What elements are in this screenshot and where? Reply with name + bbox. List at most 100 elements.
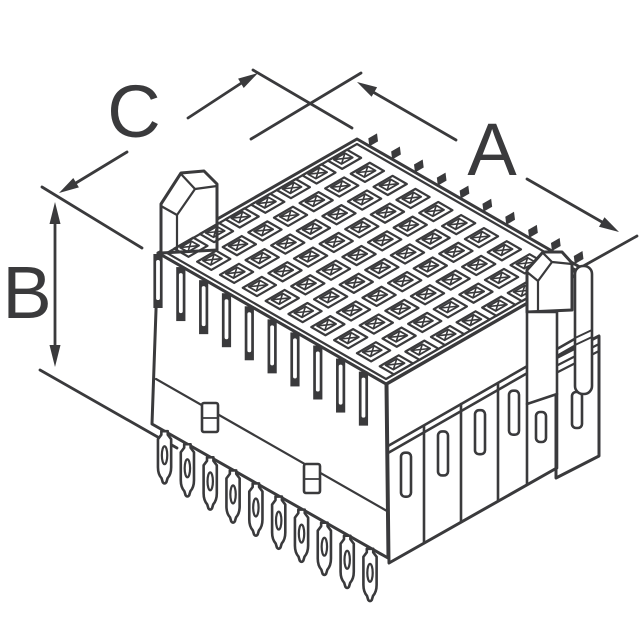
- contact-hole: [395, 187, 431, 210]
- dim-label-c: C: [107, 70, 160, 153]
- eye-of-needle-hole: [206, 471, 215, 492]
- hole-outer: [458, 282, 494, 304]
- contact-hole: [290, 274, 326, 296]
- contact-hole: [298, 190, 334, 213]
- contact-hole: [318, 231, 354, 254]
- contact-hole: [332, 328, 369, 350]
- guide-bar-chamfer: [574, 329, 593, 339]
- castellation: [505, 211, 515, 225]
- board-lock-tab: [200, 401, 220, 434]
- hole-contact-mark: [209, 253, 215, 266]
- hole-outer: [378, 354, 415, 376]
- contact-hole: [250, 192, 286, 214]
- hole-outer: [267, 261, 303, 283]
- dimension-line: [186, 80, 245, 120]
- wafer-slot: [267, 319, 277, 374]
- wafer-slot-slit: [293, 338, 297, 379]
- hole-contact-mark: [255, 280, 261, 292]
- hole-contact-mark: [284, 237, 289, 249]
- contact-hole: [355, 341, 392, 363]
- press-fit-pin-row: [156, 429, 378, 603]
- hole-outer: [389, 243, 426, 265]
- hole-outer: [287, 301, 323, 324]
- keying-post-skirt: [525, 310, 559, 406]
- hole-outer: [384, 298, 420, 321]
- hole-outer: [361, 285, 397, 308]
- hole-contact-mark: [301, 306, 307, 318]
- contact-hole: [324, 176, 360, 198]
- keying-post-facets: [525, 251, 574, 313]
- wafer-slot-slit: [361, 377, 366, 418]
- contact-hole: [326, 148, 363, 170]
- hole-contact-mark: [400, 275, 406, 287]
- hole-outer: [386, 270, 423, 293]
- hole-outer: [315, 259, 352, 281]
- hole-outer: [196, 249, 232, 272]
- contact-grid: [173, 148, 568, 376]
- castellation: [550, 237, 561, 251]
- castellation: [391, 146, 401, 160]
- contact-hole: [407, 311, 443, 334]
- contact-hole: [349, 161, 386, 184]
- arrowhead: [238, 73, 258, 88]
- wafer-slot: [313, 345, 323, 400]
- hole-contact-mark: [378, 262, 384, 274]
- hole-outer: [270, 233, 306, 255]
- arrowhead: [357, 82, 378, 97]
- hole-outer: [292, 246, 329, 268]
- contact-hole: [392, 215, 428, 237]
- hole-contact-mark: [332, 236, 338, 248]
- hole-contact-mark: [454, 218, 460, 230]
- contact-hole: [344, 217, 380, 239]
- hole-contact-mark: [258, 252, 264, 264]
- guide-bar-outline: [573, 264, 594, 396]
- contact-hole: [481, 295, 517, 317]
- press-fit-pin: [293, 508, 310, 564]
- hole-contact-mark: [472, 286, 478, 299]
- hole-outer: [346, 189, 383, 211]
- extension-line: [40, 185, 144, 250]
- hole-outer: [372, 174, 408, 197]
- castellation: [413, 159, 424, 173]
- hole-contact-mark: [281, 265, 287, 277]
- hole-contact-mark: [263, 196, 269, 209]
- arrowhead: [599, 217, 619, 232]
- eye-of-needle-hole: [343, 549, 351, 570]
- contact-hole: [378, 354, 415, 376]
- hole-contact-mark: [337, 180, 343, 192]
- eye-of-needle-hole: [297, 523, 306, 544]
- press-fit-pin: [362, 547, 378, 603]
- wafer-slot-slit: [270, 325, 275, 366]
- contact-hole: [412, 256, 448, 278]
- dimension-line: [525, 177, 604, 224]
- keying-post-right: [525, 250, 574, 486]
- hole-outer: [310, 314, 346, 337]
- left-rail-top-line: [154, 377, 389, 513]
- press-fit-pin: [339, 534, 356, 590]
- contact-hole: [321, 204, 357, 226]
- hole-outer: [369, 202, 406, 224]
- contact-hole: [438, 241, 474, 264]
- contact-hole: [315, 259, 352, 281]
- hole-contact-mark: [286, 209, 292, 222]
- hole-outer: [332, 328, 369, 350]
- hole-outer: [324, 176, 360, 198]
- guide-bar-right: [573, 264, 594, 396]
- hole-outer: [392, 215, 428, 237]
- hole-contact-mark: [372, 317, 378, 330]
- hole-outer: [224, 207, 260, 229]
- hole-outer: [438, 241, 474, 264]
- wafer-slot: [290, 332, 300, 387]
- hole-contact-mark: [392, 358, 398, 370]
- contact-hole: [366, 230, 403, 252]
- hole-contact-mark: [358, 221, 363, 233]
- hole-contact-mark: [443, 329, 449, 341]
- castellation: [482, 198, 493, 212]
- wafer-slot: [221, 293, 232, 348]
- hole-outer: [349, 161, 386, 184]
- hole-outer: [395, 187, 431, 210]
- hole-outer: [463, 226, 500, 249]
- wafer-slot-row: [153, 254, 369, 426]
